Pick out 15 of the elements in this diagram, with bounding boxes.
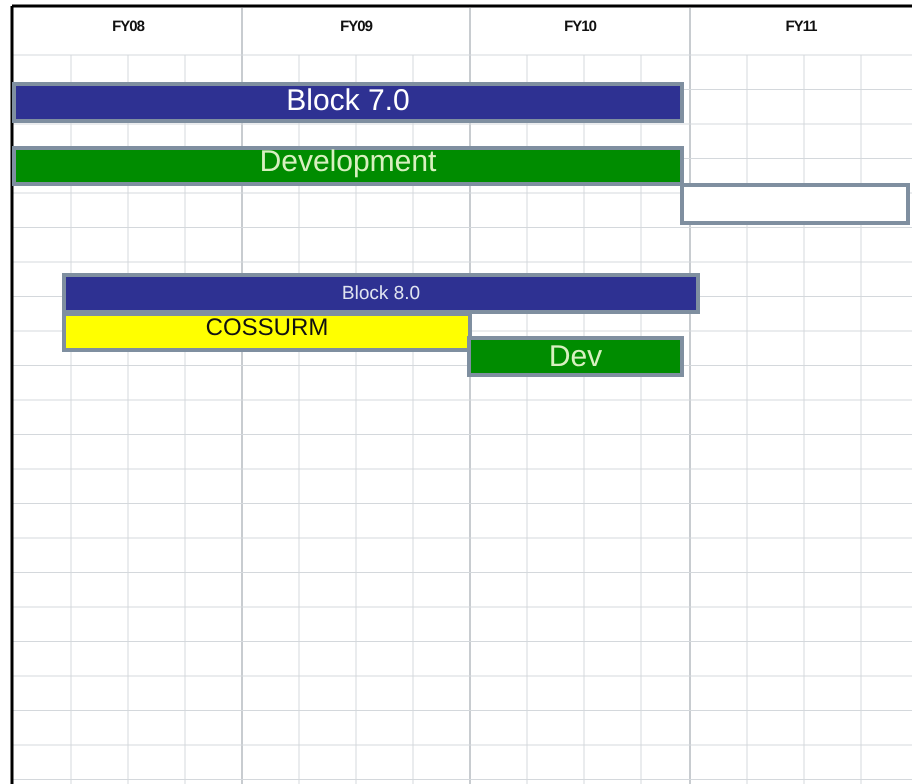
year-header: FY08 xyxy=(111,18,146,35)
timeline-bar xyxy=(62,312,472,352)
empty-timeline-bar xyxy=(680,183,910,225)
bar-label: Block 8.0 xyxy=(342,282,420,304)
timeline-bar xyxy=(467,336,684,377)
bar-label: Dev xyxy=(548,340,602,374)
year-header: FY11 xyxy=(784,18,818,35)
bar-label: Block 7.0 xyxy=(286,84,410,118)
timeline-bar xyxy=(12,146,684,186)
year-header: FY09 xyxy=(339,18,374,35)
bar-label: Development xyxy=(260,145,436,179)
timeline-bar xyxy=(62,273,700,314)
timeline-bar xyxy=(12,82,684,123)
bar-label: COSSURM xyxy=(206,314,328,342)
year-header: FY10 xyxy=(563,18,598,35)
